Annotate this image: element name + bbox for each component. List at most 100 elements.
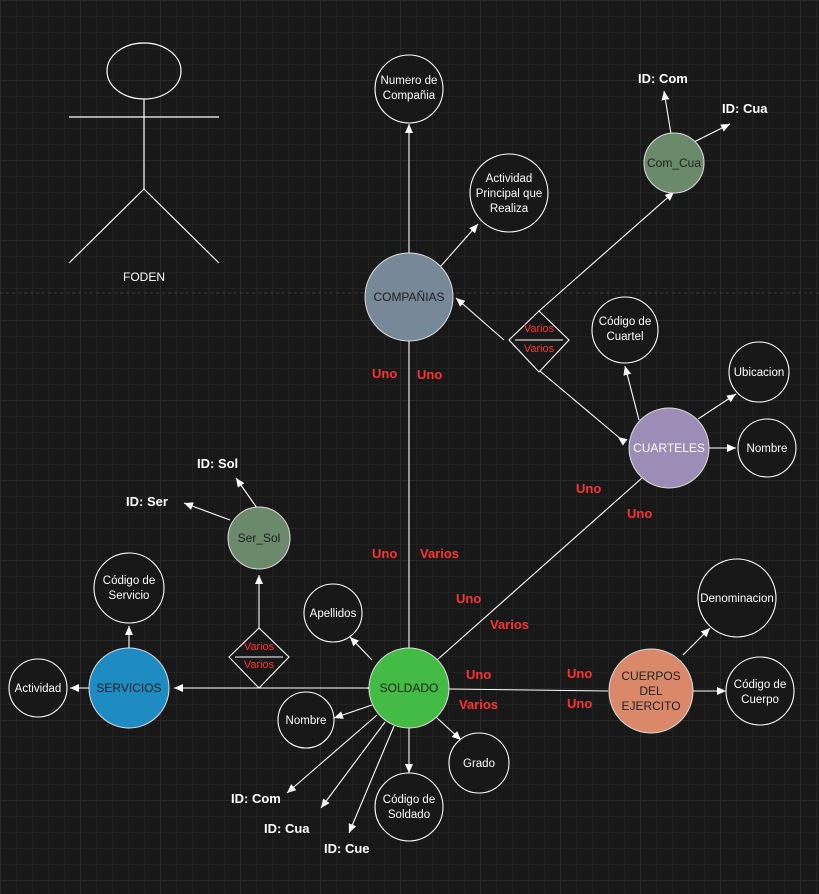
entity-com-cua[interactable]: Com_Cua [643,132,705,194]
line-cuarteles-ubicacion [697,393,737,420]
entity-ser-sol-shape [227,506,291,570]
entity-cuerpos-label-3: EJERCITO [621,699,680,713]
diamond-shape [508,310,570,373]
cardinality-label: Varios [490,617,529,632]
attr-codigo-cuerpo-line1: Código de [734,679,786,691]
relationship-servicios-soldado[interactable]: Varios Varios [228,627,290,689]
attr-codigo-soldado[interactable] [374,772,444,842]
attr-codigo-cuartel[interactable] [591,296,659,364]
entity-servicios-shape [88,647,170,729]
attributes [8,54,797,842]
line-soldado-idcue [348,725,395,834]
entity-soldado-label: SOLDADO [380,681,439,695]
entity-cuarteles-label: CUARTELES [633,441,705,455]
attr-actividad-principal[interactable] [469,153,549,233]
attr-apellidos[interactable] [303,583,363,643]
attr-actividad-label: Actividad [15,683,62,695]
line-cuarteles-codigo [623,365,640,421]
actor-left-leg [68,188,145,264]
line-soldado-idcom [286,714,378,794]
attr-codigo-servicio[interactable] [93,552,165,624]
entity-com-cua-shape [643,132,705,194]
relationship-label-bottom: Varios [524,343,555,355]
attr-codigo-servicio-line1: Código de [103,575,155,587]
attr-apellidos-label: Apellidos [310,608,357,620]
cardinality-label: Uno [466,667,491,682]
attr-codigo-servicio-line2: Servicio [109,590,150,602]
attr-numero-compania-line1: Numero de [381,75,438,87]
attr-codigo-cuartel-line2: Cuartel [606,331,643,343]
cardinality-label: Uno [417,367,442,382]
key-label-comcua-com: ID: Com [638,71,688,86]
relationship-label-top: Varios [524,323,555,335]
cardinality-label: Uno [372,366,397,381]
relationship-companias-cuarteles[interactable]: Varios Varios [508,310,570,373]
attr-numero-compania-line2: Compañia [383,90,436,102]
cardinality-label: Varios [420,546,459,561]
arrow-cuarteles [617,436,628,446]
actor-right-leg [143,188,220,264]
line-comcua-idcua [693,123,731,143]
line-soldado-apellidos [349,636,373,661]
diamond-shape [228,627,290,689]
actor-foden[interactable] [68,42,220,264]
entity-ser-sol[interactable]: Ser_Sol [227,506,291,570]
cardinality-label: Varios [459,697,498,712]
cardinality-label: Uno [627,506,652,521]
line-soldado-grado [435,716,462,741]
attr-ubicacion[interactable] [728,341,790,403]
attr-nombre-cuartel[interactable] [737,418,797,478]
entity-cuarteles[interactable]: CUARTELES [628,407,710,489]
entity-soldado-shape [368,647,450,729]
line-soldado-cuarteles [436,477,643,661]
entity-companias-shape [364,252,454,342]
attr-nombre-soldado-label: Nombre [286,715,327,727]
entity-com-cua-label: Com_Cua [647,156,701,170]
cardinality-label: Uno [576,481,601,496]
entity-ser-sol-label: Ser_Sol [238,531,281,545]
attr-nombre-soldado[interactable] [277,691,335,749]
entity-soldado[interactable]: SOLDADO [368,647,450,729]
attr-nombre-cuartel-label: Nombre [747,443,788,455]
entity-cuerpos[interactable]: CUERPOS DEL EJERCITO [608,648,694,734]
relationship-label-bottom: Varios [244,659,275,671]
entity-companias[interactable]: COMPAÑIAS [364,252,454,342]
attr-numero-compania[interactable] [374,54,444,124]
attr-ubicacion-label: Ubicacion [734,367,785,379]
line-soldado-idcua [320,721,386,809]
attr-grado[interactable] [448,732,510,794]
key-label-sersol-sol: ID: Sol [197,456,238,471]
key-label-comcua-cua: ID: Cua [722,101,768,116]
cardinality-label: Uno [456,591,481,606]
line-sersol-idsol [235,477,258,509]
attr-actividad-principal-line3: Realiza [490,203,529,215]
line-sersol-idser [183,502,231,521]
attr-denominacion[interactable] [697,558,777,638]
line-diamond-companias [455,297,505,341]
cardinality-label: Uno [567,696,592,711]
attr-codigo-cuerpo[interactable] [725,656,795,726]
actor-head [106,42,182,100]
entity-cuerpos-label-1: CUERPOS [621,669,680,683]
attr-actividad-principal-line1: Actividad [486,173,533,185]
line-companias-actividad [439,223,479,268]
line-diamond-comcua [538,191,675,312]
entity-cuarteles-shape [628,407,710,489]
attr-codigo-cuartel-line1: Código de [599,316,651,328]
attr-denominacion-label: Denominacion [700,593,774,605]
entity-companias-label: COMPAÑIAS [373,290,444,304]
entity-cuerpos-label-2: DEL [639,684,663,698]
attr-actividad[interactable] [8,658,68,718]
entity-cuerpos-shape [608,648,694,734]
attr-grado-label: Grado [463,758,495,770]
attr-codigo-soldado-line1: Código de [383,794,435,806]
line-soldado-cuerpos [448,688,609,692]
entity-servicios[interactable]: SERVICIOS [88,647,170,729]
key-label-sersol-ser: ID: Ser [126,494,168,509]
line-comcua-idcom [661,90,672,135]
line-cuerpos-denominacion [682,627,711,656]
attr-codigo-soldado-line2: Soldado [388,809,430,821]
key-label-soldado-cue: ID: Cue [324,841,370,856]
cardinality-label: Uno [567,666,592,681]
